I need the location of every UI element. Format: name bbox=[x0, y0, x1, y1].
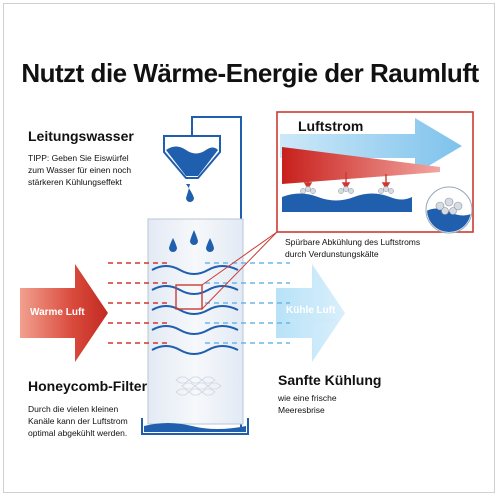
tap-water-tip: TIPP: Geben Sie Eiswürfel zum Wasser für… bbox=[28, 152, 131, 188]
desc-line: wie eine frische bbox=[278, 393, 337, 403]
airflow-heading: Luftstrom bbox=[298, 118, 364, 134]
warm-airflow-lines bbox=[108, 262, 170, 344]
water-basin bbox=[141, 418, 249, 435]
filter-heading: Honeycomb-Filter bbox=[28, 378, 148, 394]
cool-air-label: Kühle Luft bbox=[286, 305, 336, 316]
cool-air-arrow bbox=[276, 264, 345, 362]
desc-line: Durch die vielen kleinen bbox=[28, 404, 119, 414]
funnel bbox=[163, 135, 221, 202]
note-line: durch Verdunstungskälte bbox=[285, 249, 379, 259]
gentle-cooling-heading: Sanfte Kühlung bbox=[278, 372, 382, 388]
note-line: Spürbare Abkühlung des Luftstroms bbox=[285, 237, 421, 247]
desc-line: Meeresbrise bbox=[278, 405, 325, 415]
desc-line: Kanäle kann der Luftstrom bbox=[28, 416, 128, 426]
tip-line: zum Wasser für einen noch bbox=[28, 165, 132, 175]
desc-line: optimal abgekühlt werden. bbox=[28, 428, 128, 438]
filter-description: Durch die vielen kleinen Kanäle kann der… bbox=[28, 403, 128, 439]
airflow-note: Spürbare Abkühlung des Luftstroms durch … bbox=[285, 236, 420, 260]
gentle-cooling-description: wie eine frische Meeresbrise bbox=[278, 392, 337, 416]
airflow-detail-panel bbox=[276, 111, 474, 234]
filter-tower bbox=[147, 218, 244, 425]
tip-line: stärkeren Kühlungseffekt bbox=[28, 177, 122, 187]
detail-highlight-box bbox=[175, 284, 203, 310]
warm-air-arrow bbox=[20, 264, 108, 362]
page-title: Nutzt die Wärme-Energie der Raumluft bbox=[21, 58, 479, 88]
cool-air-sublabel: frei von Wärmeinseln bbox=[289, 318, 336, 324]
image-frame bbox=[3, 3, 495, 493]
tip-line: TIPP: Geben Sie Eiswürfel bbox=[28, 153, 129, 163]
tap-water-heading: Leitungswasser bbox=[28, 128, 134, 144]
warm-air-label: Warme Luft bbox=[30, 307, 85, 318]
